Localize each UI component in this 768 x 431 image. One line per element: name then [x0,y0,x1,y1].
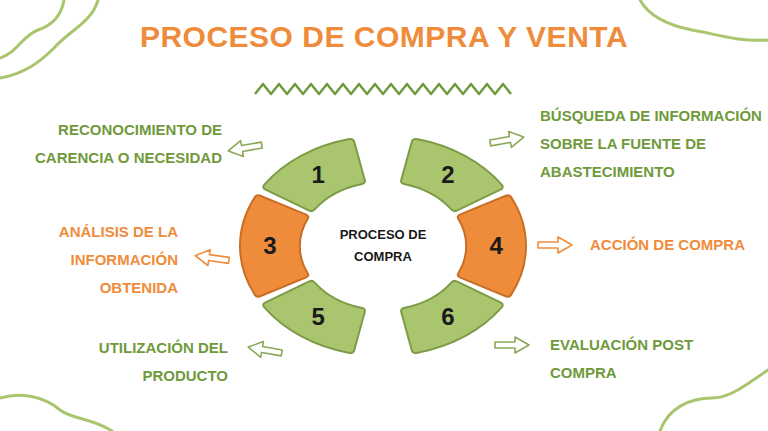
zigzag-line [255,84,511,94]
step-number: 2 [441,161,454,189]
step-label: EVALUACIÓN POST COMPRA [550,331,762,387]
step-number: 4 [489,232,502,260]
step-number: 3 [263,232,276,260]
step-number: 5 [311,303,324,331]
arrow-icon [247,339,283,361]
step-label: BÚSQUEDA DE INFORMACIÓN SOBRE LA FUENTE … [540,102,762,186]
center-label: PROCESO DE COMPRA [328,224,438,268]
corner-blob [0,395,112,431]
arrow-icon [489,129,525,151]
ring-segment: 6 [397,276,508,357]
corner-blob [660,370,768,431]
arrow-icon [194,248,230,269]
step-label: UTILIZACIÓN DEL PRODUCTO [78,334,228,390]
arrow-icon [495,337,529,353]
step-number: 1 [311,161,324,189]
arrows [194,129,572,361]
ring-segment: 5 [258,276,369,357]
step-label: ACCIÓN DE COMPRA [590,231,762,259]
title: PROCESO DE COMPRA Y VENTA [0,20,768,54]
step-label: RECONOCIMIENTO DE CARENCIA O NECESIDAD [32,116,222,172]
arrow-icon [227,137,263,159]
arrow-icon [538,237,572,253]
center-shape [308,184,458,308]
corner-blob [0,0,98,78]
step-number: 6 [441,303,454,331]
corner-blob [640,0,768,40]
step-label: ANÁLISIS DE LA INFORMACIÓN OBTENIDA [28,218,178,302]
center-circle: PROCESO DE COMPRA [308,184,458,308]
